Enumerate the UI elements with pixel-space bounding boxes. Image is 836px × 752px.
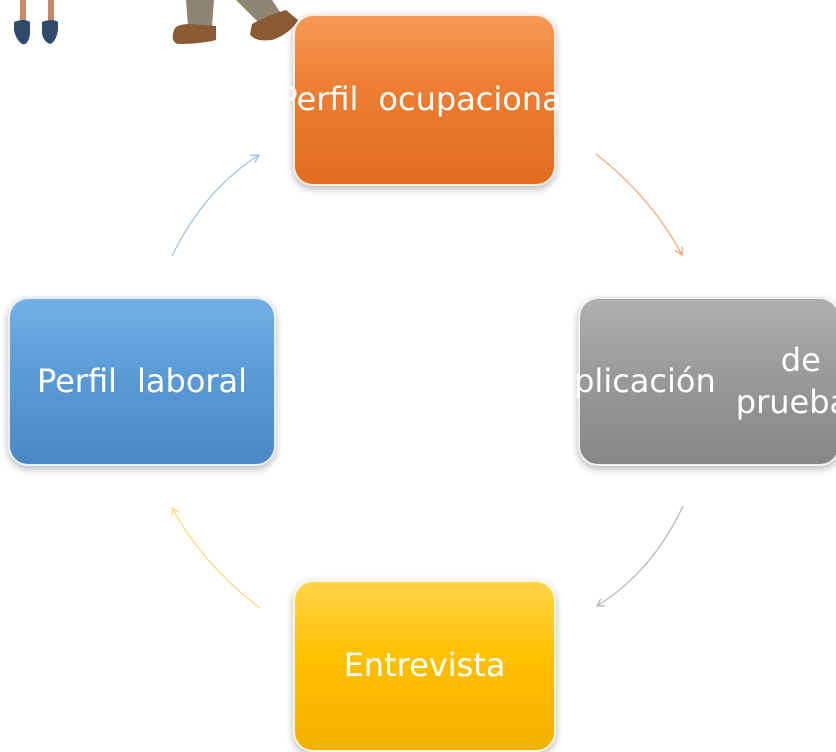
node-perfil-ocupacional-line-2: ocupacional [378, 80, 571, 119]
arrow-laboral-to-ocupacional [171, 154, 261, 257]
arrow-ocupacional-to-pruebas [595, 153, 683, 257]
man-legs-illustration [172, 0, 298, 44]
node-perfil-laboral-line-1: Perfil [36, 361, 117, 400]
node-entrevista: Entrevista [293, 580, 556, 752]
woman-legs-illustration [14, 0, 58, 45]
people-illustration [14, 0, 298, 45]
arrow-entrevista-to-laboral [171, 506, 261, 609]
node-aplicacion-pruebas-line-2: de pruebas [735, 340, 836, 421]
node-aplicacion-pruebas: Aplicación de pruebas [552, 297, 836, 466]
arrow-pruebas-to-entrevista [595, 505, 684, 607]
node-entrevista-line-1: Entrevista [343, 646, 506, 685]
node-perfil-laboral: Perfil laboral [8, 297, 276, 466]
node-perfil-ocupacional-line-1: Perfil [278, 80, 359, 119]
node-perfil-ocupacional: Perfil ocupacional [278, 14, 571, 186]
node-aplicacion-pruebas-line-1: Aplicación [552, 361, 716, 400]
node-perfil-laboral-line-2: laboral [137, 361, 248, 400]
